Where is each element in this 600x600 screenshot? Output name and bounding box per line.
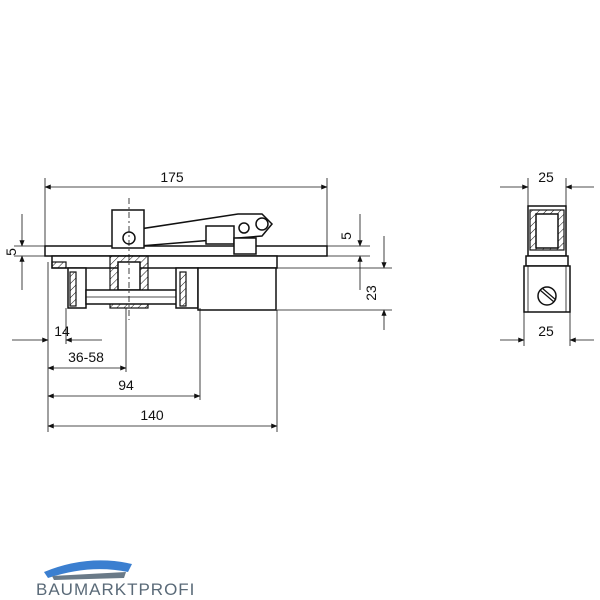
- dim-175: 175: [160, 169, 184, 185]
- dim-25-bottom: 25: [538, 323, 554, 339]
- dim-5-right: 5: [338, 232, 354, 240]
- dim-94: 94: [118, 377, 134, 393]
- brand-logo-icon: [44, 560, 132, 580]
- dim-14: 14: [54, 323, 70, 339]
- dim-36-58: 36-58: [68, 349, 104, 365]
- front-view: 175 5 5 23 14 36-58 94: [3, 169, 392, 432]
- brand-name: BAUMARKTPROFI: [36, 580, 196, 599]
- dim-25-top: 25: [538, 169, 554, 185]
- dim-23: 23: [363, 285, 379, 301]
- side-view: 25 25: [500, 169, 594, 346]
- dim-5-left: 5: [3, 248, 19, 256]
- dim-140: 140: [140, 407, 164, 423]
